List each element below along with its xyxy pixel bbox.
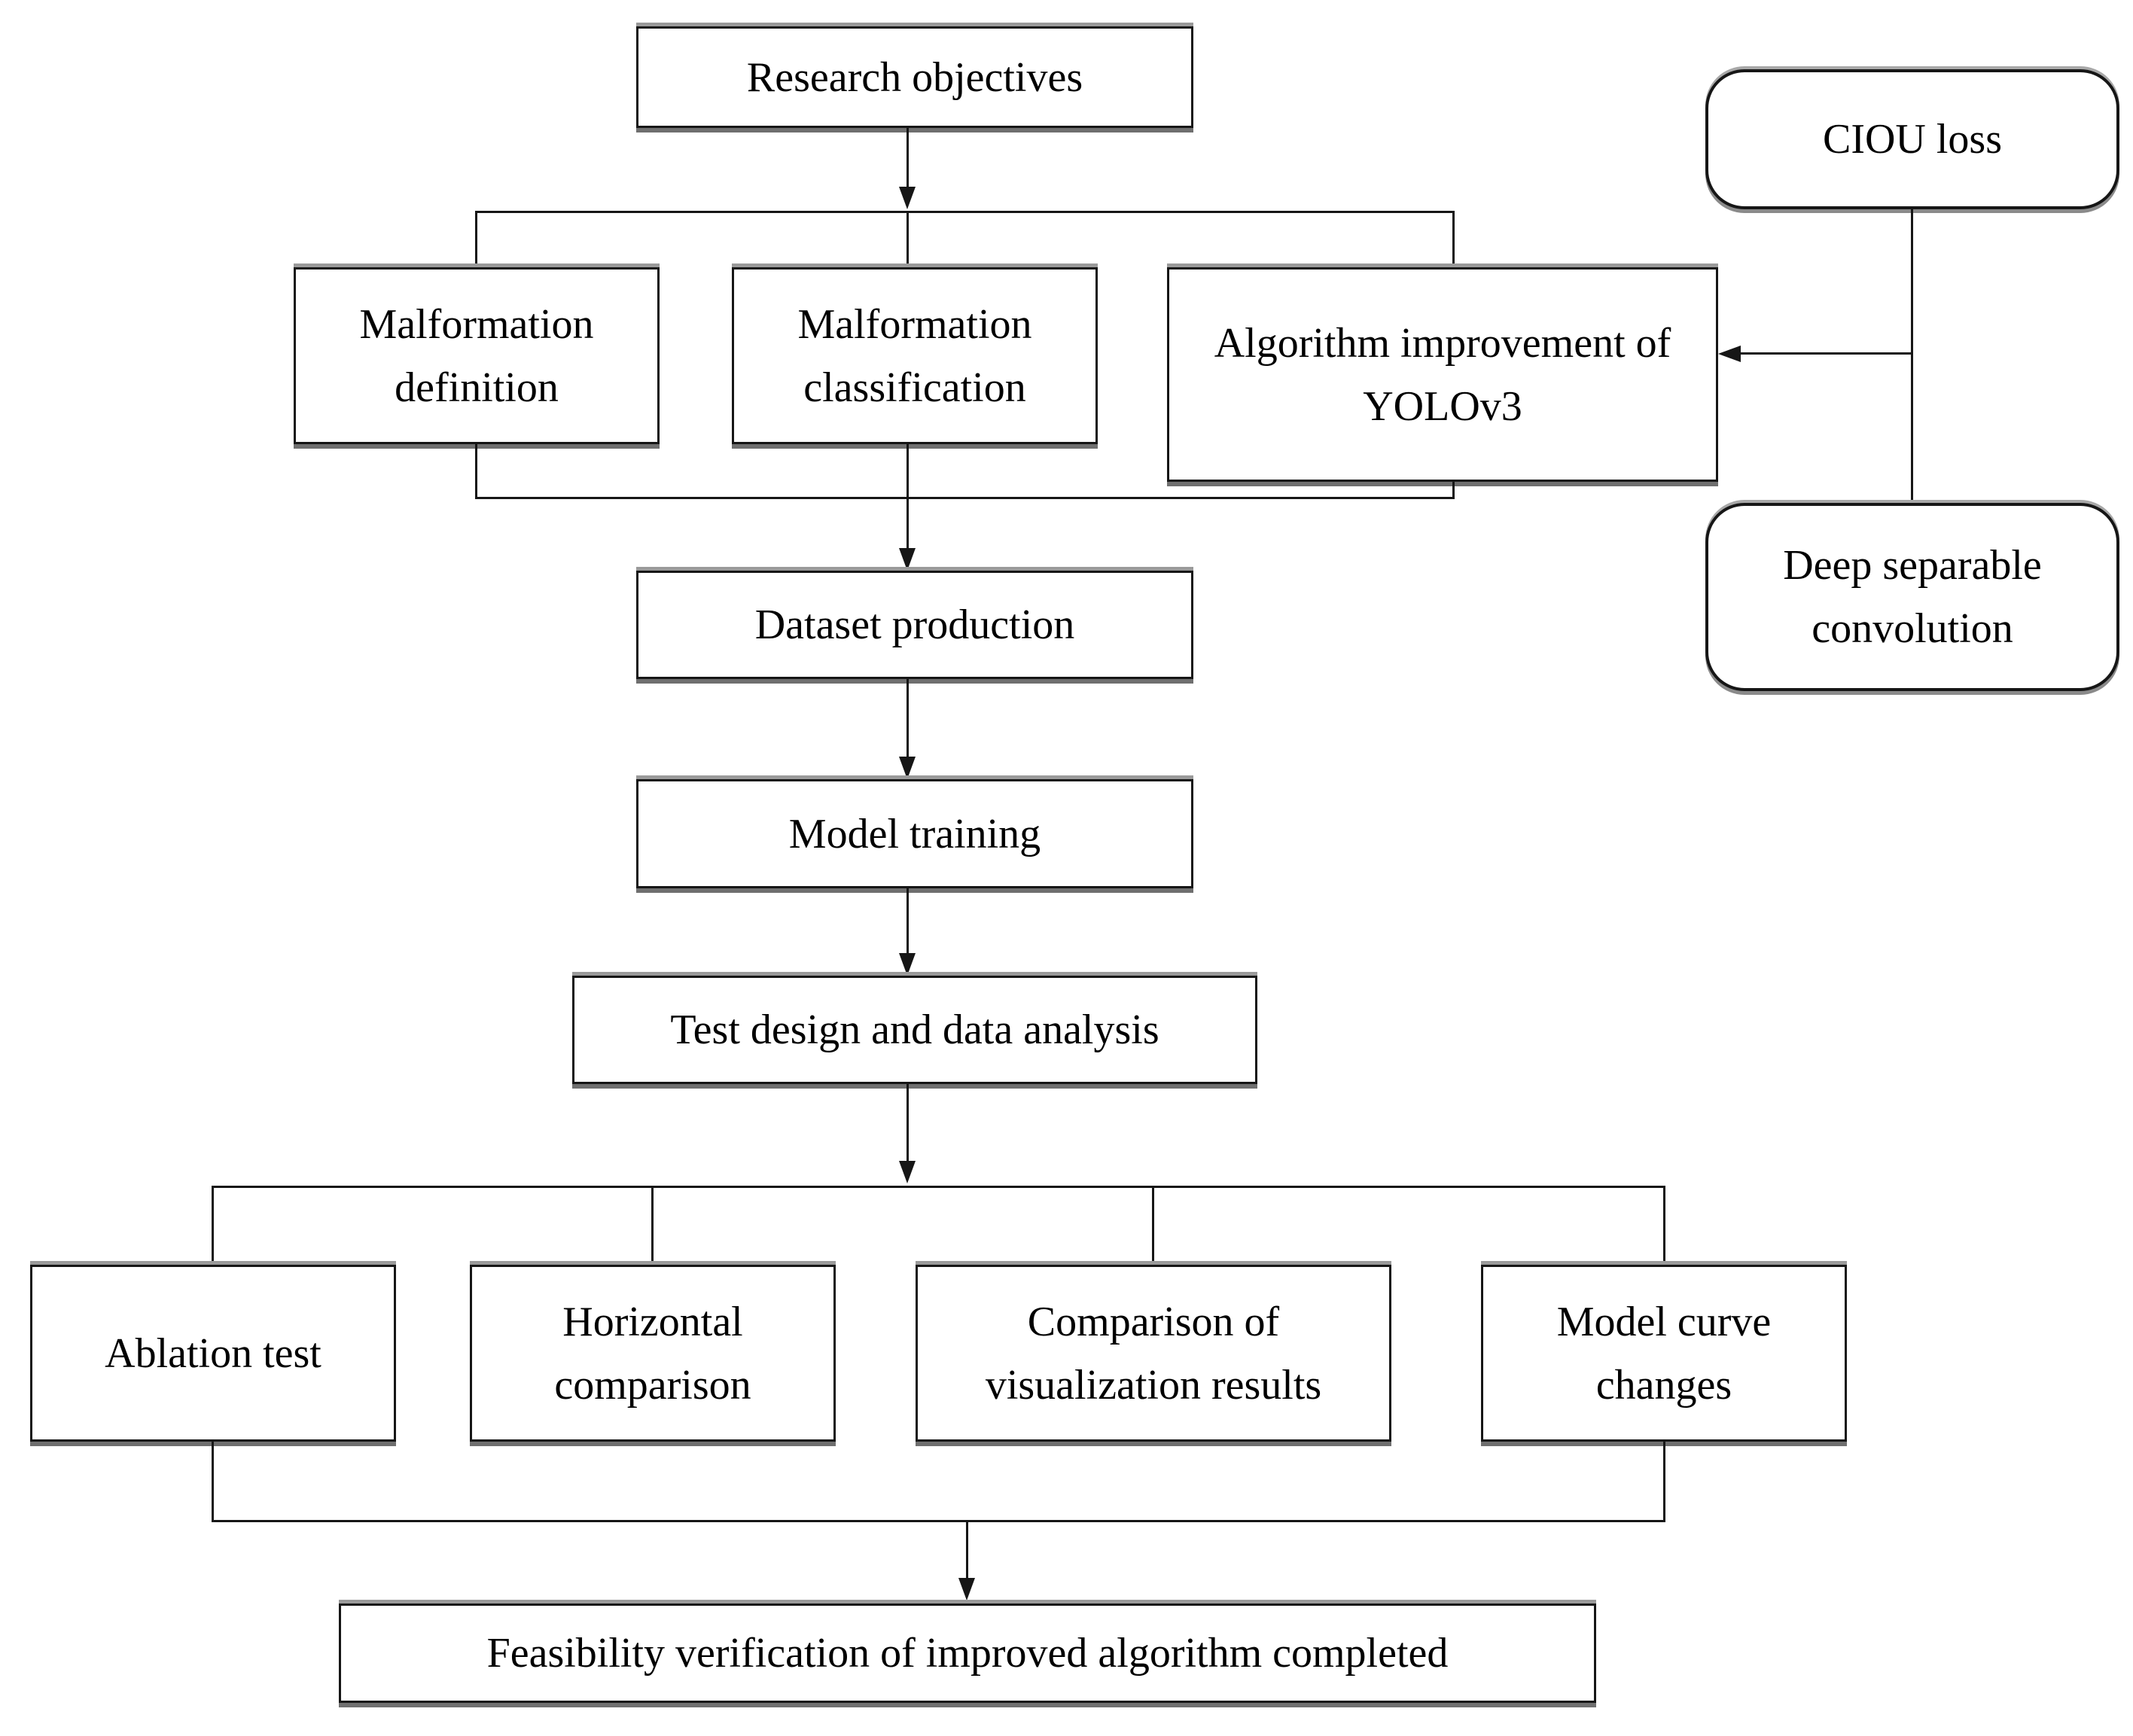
node-ciou-loss: CIOU loss <box>1705 69 2119 209</box>
connector-branch-to-algorithm <box>1452 211 1455 267</box>
connector-branch-to-model-curve <box>1663 1186 1665 1265</box>
connector-branch-top-horizontal <box>475 211 1455 213</box>
connector-merge-to-dataset <box>907 497 909 548</box>
node-model-curve-changes: Model curve changes <box>1481 1265 1847 1442</box>
node-dataset-production: Dataset production <box>636 571 1193 679</box>
connector-merge-to-feasibility <box>966 1520 968 1578</box>
node-test-design: Test design and data analysis <box>572 976 1257 1084</box>
connector-merge-row4-horizontal <box>212 1520 1665 1522</box>
connector-merge-row2-horizontal <box>475 497 1455 499</box>
connector-research-to-branch <box>907 128 909 187</box>
connector-ciou-to-deep-separable <box>1911 209 1913 503</box>
connector-branch-to-ablation <box>212 1186 214 1265</box>
connector-model-curve-to-merge <box>1663 1442 1665 1522</box>
node-malformation-classification: Malformation classification <box>732 267 1098 444</box>
node-feasibility-verification: Feasibility verification of improved alg… <box>339 1604 1596 1703</box>
connector-model-to-test <box>907 888 909 953</box>
node-malformation-definition: Malformation definition <box>294 267 660 444</box>
arrowhead-merge-to-feasibility <box>958 1578 975 1600</box>
connector-classification-to-merge <box>907 444 909 498</box>
arrowhead-research-to-branch <box>899 187 916 209</box>
connector-branch-to-horizontal-comparison <box>651 1186 654 1265</box>
connector-dataset-to-model <box>907 679 909 757</box>
node-ablation-test: Ablation test <box>30 1265 396 1442</box>
connector-right-column-to-algorithm <box>1739 352 1912 355</box>
connector-branch-to-definition <box>475 211 477 267</box>
connector-algorithm-to-merge <box>1452 482 1455 498</box>
arrowhead-merge-to-dataset <box>899 548 916 571</box>
connector-branch-bottom-horizontal <box>212 1186 1665 1188</box>
arrowhead-dataset-to-model <box>899 757 916 779</box>
node-horizontal-comparison: Horizontal comparison <box>470 1265 836 1442</box>
arrowhead-test-to-branch <box>899 1161 916 1183</box>
node-model-training: Model training <box>636 779 1193 888</box>
arrowhead-into-algorithm-improvement <box>1718 346 1741 362</box>
node-algorithm-improvement: Algorithm improvement of YOLOv3 <box>1167 267 1718 482</box>
node-deep-separable-convolution: Deep separable convolution <box>1705 503 2119 691</box>
connector-ablation-to-merge <box>212 1442 214 1522</box>
connector-branch-to-comparison-visualization <box>1152 1186 1154 1265</box>
connector-test-to-branch <box>907 1084 909 1161</box>
arrowhead-model-to-test <box>899 953 916 976</box>
connector-definition-to-merge <box>475 444 477 498</box>
connector-branch-to-classification <box>907 211 909 267</box>
node-comparison-visualization: Comparison of visualization results <box>916 1265 1391 1442</box>
node-research-objectives: Research objectives <box>636 26 1193 128</box>
